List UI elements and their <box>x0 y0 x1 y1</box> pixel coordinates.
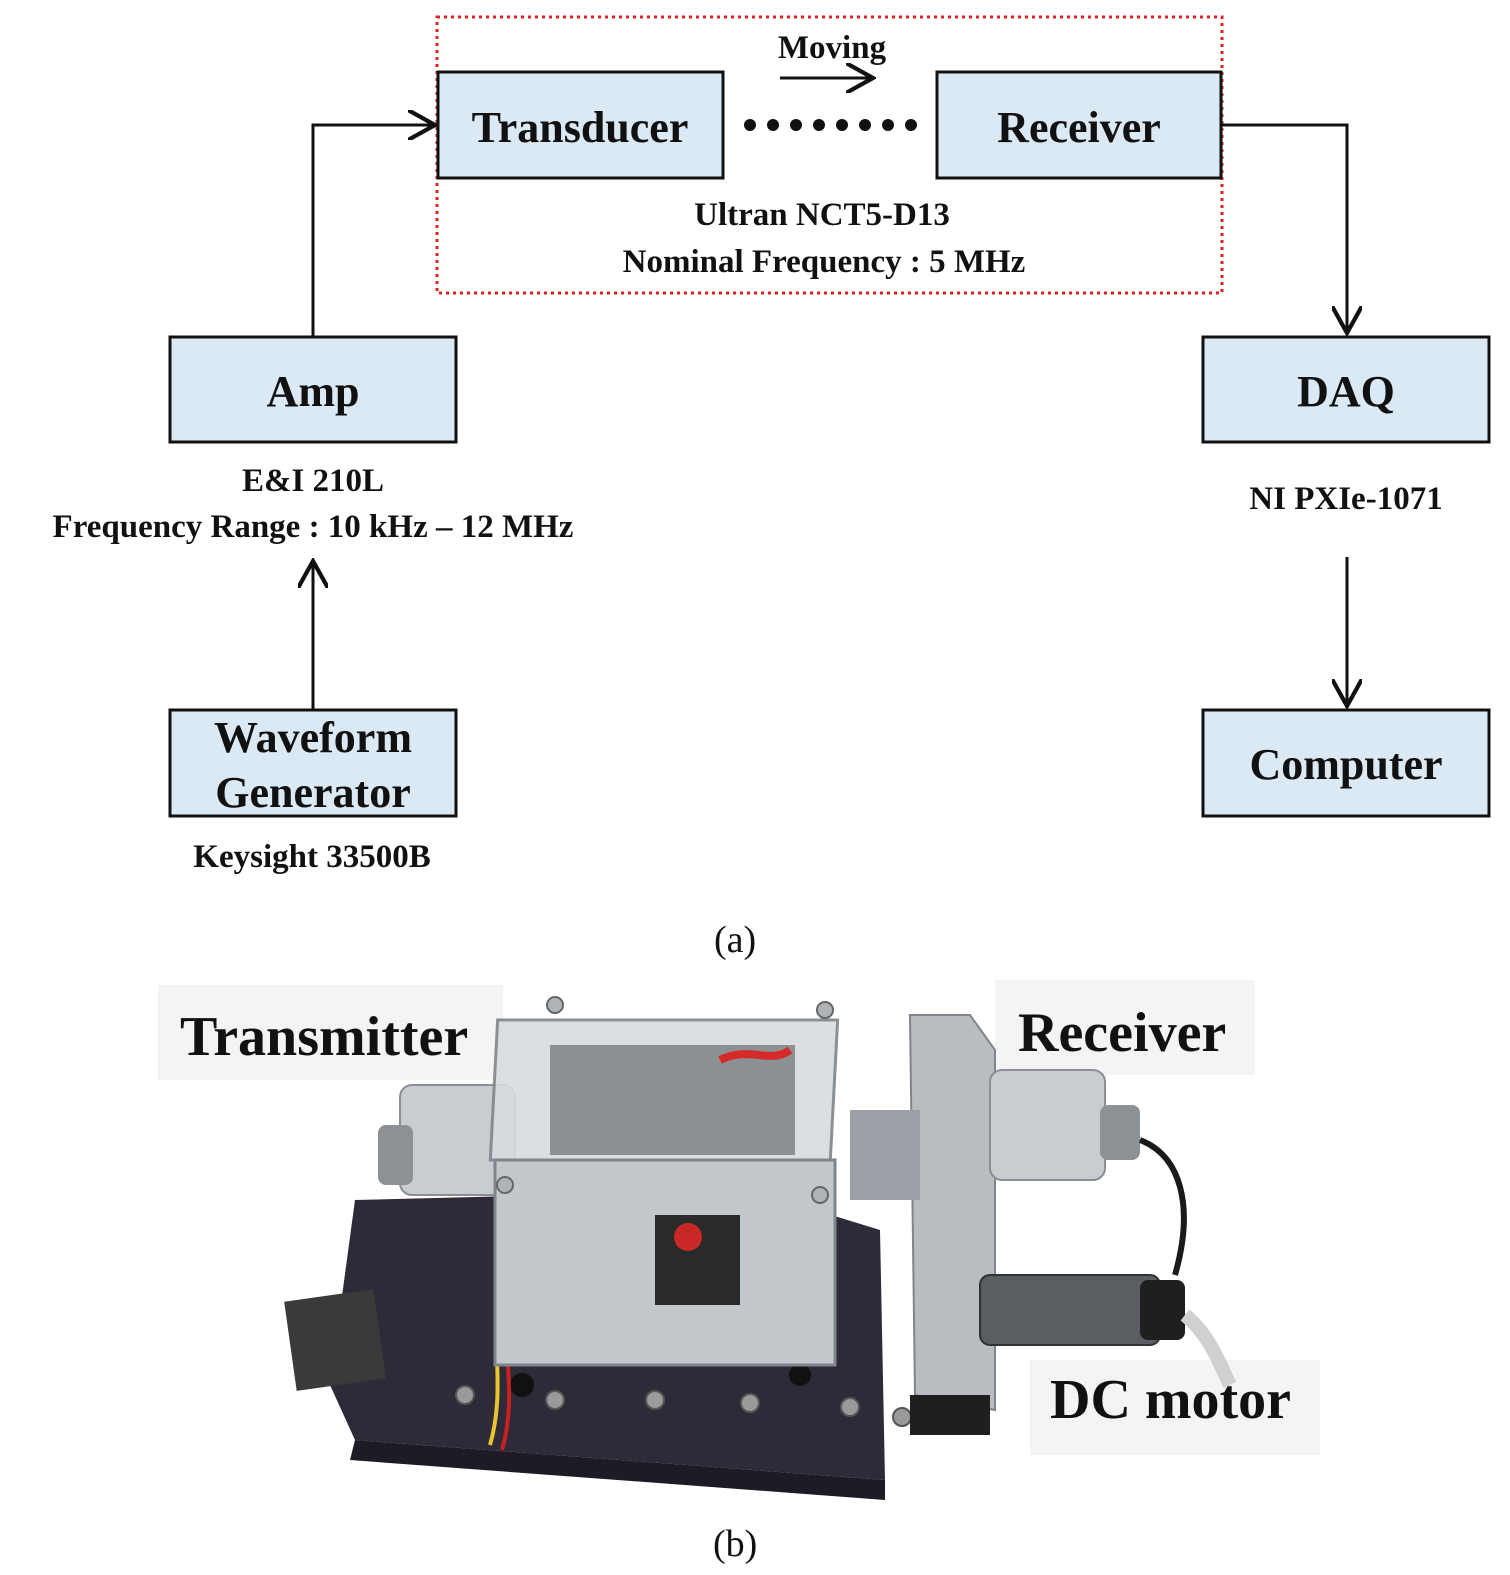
computer-box: Computer <box>1201 708 1491 818</box>
waveform-label-line1: Waveform <box>214 713 412 762</box>
amp-to-transducer-arrow <box>311 125 432 337</box>
computer-label: Computer <box>1249 740 1442 789</box>
receiver-photo-label: Receiver <box>1018 1002 1227 1064</box>
amp-model-note: E&I 210L <box>242 463 384 499</box>
amp-label: Amp <box>267 367 360 416</box>
block-diagram: Moving Transducer Receiver Ultran NCT5-D… <box>53 15 1491 875</box>
receiver-box: Receiver <box>935 70 1223 180</box>
receiver-to-daq-arrow <box>1222 123 1347 330</box>
receiver-label: Receiver <box>997 103 1161 152</box>
ultran-frequency-note: Nominal Frequency : 5 MHz <box>623 244 1026 280</box>
transducer-box: Transducer <box>436 70 725 180</box>
panel-b-caption: (b) <box>713 1523 758 1565</box>
apparatus-illustration <box>158 980 1330 1500</box>
waveform-generator-box: Waveform Generator <box>168 708 458 818</box>
wave-path-dots <box>744 119 917 131</box>
daq-box: DAQ <box>1201 335 1491 444</box>
apparatus-photo: Transmitter Receiver DC motor <box>150 975 1330 1520</box>
daq-model-note: NI PXIe-1071 <box>1249 481 1442 517</box>
amp-frequency-note: Frequency Range : 10 kHz – 12 MHz <box>53 509 574 545</box>
panel-a-caption: (a) <box>714 919 757 961</box>
ultran-model-note: Ultran NCT5-D13 <box>694 197 950 233</box>
daq-label: DAQ <box>1297 367 1395 416</box>
moving-label: Moving <box>778 30 887 66</box>
waveform-model-note: Keysight 33500B <box>193 839 430 875</box>
dc-motor-label: DC motor <box>1050 1369 1292 1431</box>
transducer-label: Transducer <box>472 103 689 152</box>
waveform-label-line2: Generator <box>215 768 410 817</box>
amp-box: Amp <box>168 335 458 444</box>
transmitter-label: Transmitter <box>180 1006 469 1068</box>
